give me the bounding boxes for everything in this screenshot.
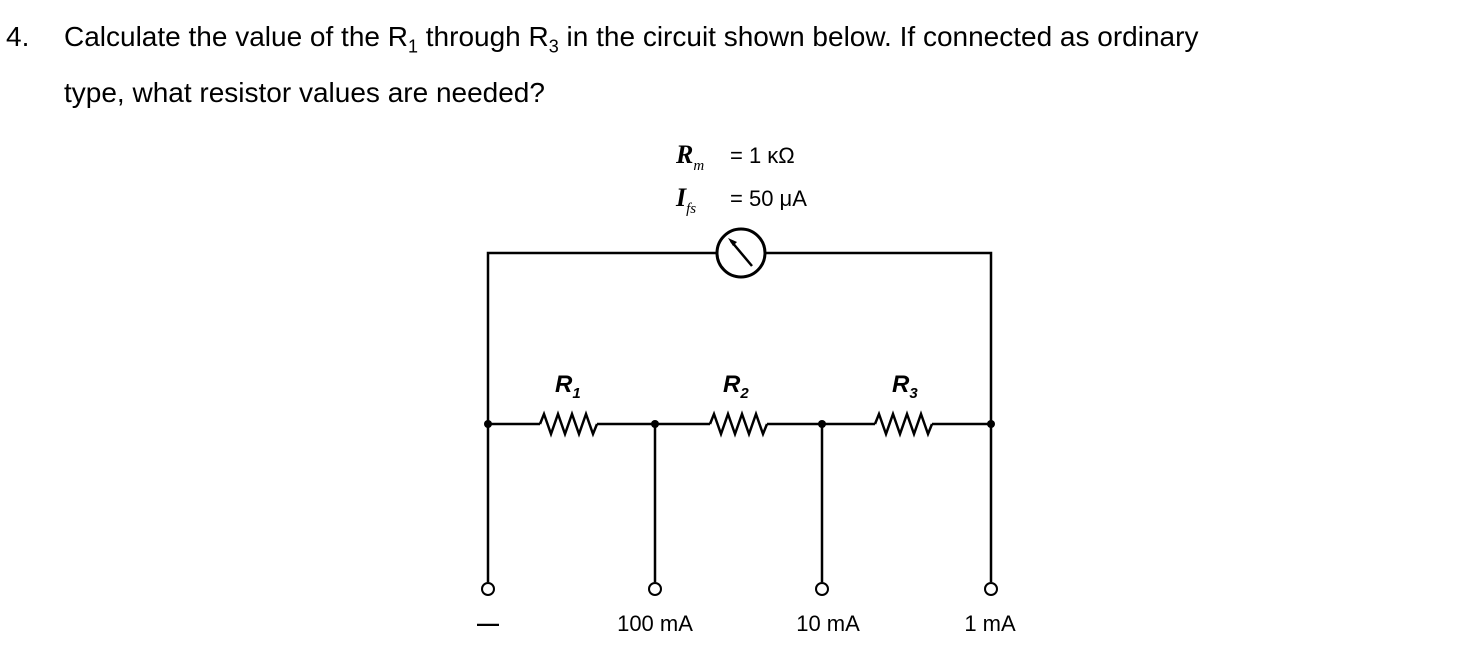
- question-sub-3: 3: [548, 36, 559, 57]
- resistor-r3: [873, 410, 934, 438]
- top-wire: [486, 251, 993, 424]
- terminal-common: [481, 582, 495, 596]
- question-body: Calculate the value of the R1 through R3…: [64, 14, 1446, 116]
- meter-resistance-value: = 1 κΩ: [730, 143, 795, 168]
- resistor-r1-label: R1: [555, 371, 581, 402]
- resistor-r3-label: R3: [892, 371, 918, 402]
- terminal-label-100ma: 100 mA: [617, 611, 693, 636]
- terminal-1ma: [984, 582, 998, 596]
- resistor-r2-label: R2: [723, 371, 749, 402]
- terminal-legs: [486, 424, 993, 582]
- question-line1-b: through R: [418, 21, 549, 52]
- question-line2: type, what resistor values are needed?: [64, 76, 545, 108]
- terminal-label-10ma: 10 mA: [796, 611, 860, 636]
- resistor-r1: [538, 410, 599, 438]
- question-text: 4. Calculate the value of the R1 through…: [6, 14, 1446, 116]
- resistor-r2: [708, 410, 769, 438]
- meter-resistance-label: Rm: [675, 140, 704, 174]
- question-line1-a: Calculate the value of the R: [64, 21, 408, 52]
- question-number: 4.: [6, 21, 30, 52]
- full-scale-current-label: Ifs: [675, 183, 696, 217]
- terminal-label-1ma: 1 mA: [964, 611, 1016, 636]
- resistor-chain: [488, 410, 991, 438]
- galvanometer-icon: [715, 227, 767, 279]
- terminal-10ma: [815, 582, 829, 596]
- question-sub-1: 1: [407, 36, 418, 57]
- terminals: [481, 582, 998, 596]
- question-line1-c: in the circuit shown below. If connected…: [558, 21, 1199, 52]
- full-scale-current-value: = 50 μA: [730, 186, 807, 211]
- terminal-100ma: [648, 582, 662, 596]
- terminal-label-common: —: [477, 611, 499, 636]
